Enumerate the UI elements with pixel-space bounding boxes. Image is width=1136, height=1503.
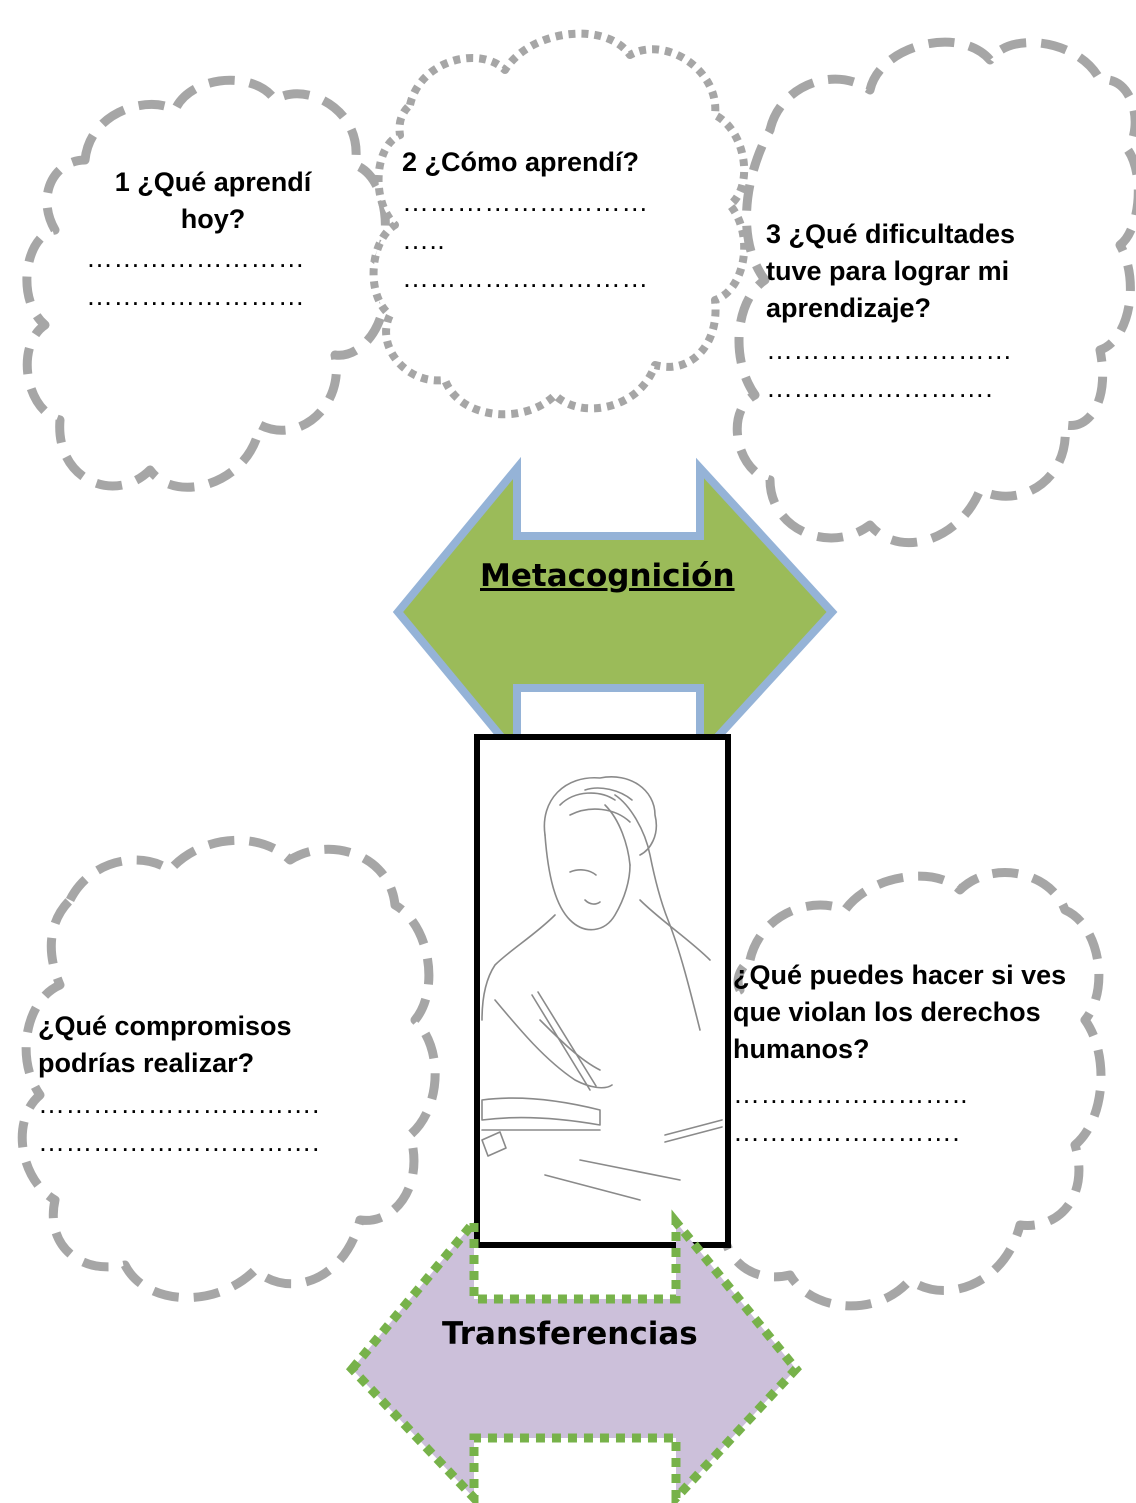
cloud-q2-outline (369, 29, 749, 419)
q2-answer-line-1: ……………………… (402, 187, 649, 217)
commitments-answer-line-2: …………………………. (38, 1127, 320, 1157)
student-drawing (481, 776, 723, 1201)
commitments-answer-line-1: …………………………. (38, 1089, 320, 1119)
q2-question: 2 ¿Cómo aprendí? (402, 147, 640, 177)
cloud-q1-outline (22, 75, 390, 492)
q3-question: 3 ¿Qué dificultades tuve para lograr mi … (766, 219, 1016, 323)
rights-answer-line-1: …………………….. (733, 1079, 969, 1109)
commitments-question: ¿Qué compromisos podrías realizar? (38, 1011, 292, 1078)
q2-answer-line-3: ……………………… (402, 263, 649, 293)
q3-answer-line-1: ……………………… (766, 335, 1013, 365)
cloud-commitments-outline (17, 835, 440, 1302)
q1-answer-line-1: …………………… (86, 243, 306, 273)
transfers-label: Transferencias (442, 1316, 698, 1352)
rights-answer-line-2: ……………………. (733, 1117, 961, 1147)
q1-question: 1 ¿Qué aprendí hoy? (114, 167, 312, 234)
q3-answer-line-2: ……………………. (766, 373, 994, 403)
q2-answer-line-2: ….. (402, 225, 446, 255)
metacognition-label: Metacognición (480, 558, 735, 594)
rights-question: ¿Qué puedes hacer si ves que violan los … (733, 960, 1067, 1064)
q1-answer-line-2: …………………… (86, 281, 306, 311)
illustration-frame (474, 734, 731, 1248)
cloud-q3-outline (732, 37, 1136, 547)
transfers-arrow (345, 1209, 802, 1503)
metacognition-arrow (392, 456, 838, 768)
